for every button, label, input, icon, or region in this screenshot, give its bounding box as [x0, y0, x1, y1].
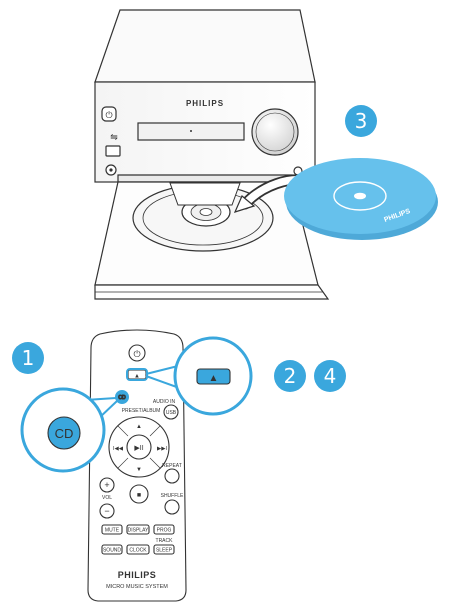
remote-display-label: DISPLAY	[128, 528, 149, 534]
remote-brand: PHILIPS	[118, 570, 157, 580]
remote-sleep-label: SLEEP	[156, 548, 173, 554]
eject-zoom-icon: ▲	[209, 373, 219, 384]
step-badge-1-label: 1	[22, 346, 35, 370]
remote-prev-icon[interactable]: I◀◀	[113, 446, 124, 452]
remote-shuffle-button[interactable]	[165, 500, 179, 514]
step-badge-1: 1	[12, 342, 44, 374]
step-badge-2: 2	[274, 360, 306, 392]
remote-track-label: TRACK	[156, 538, 174, 544]
remote-vol-down-icon: −	[104, 506, 109, 516]
remote-stop-icon: ■	[137, 492, 141, 499]
unit-top-surface	[95, 10, 315, 82]
micro-system-unit: ⏻ ⇋ PHILIPS	[95, 10, 315, 182]
unit-power-icon: ⏻	[105, 110, 112, 120]
remote-shuffle-label: SHUFFLE	[161, 493, 184, 499]
remote-usb-label: USB	[166, 410, 177, 416]
remote-up-icon[interactable]: ▲	[136, 424, 142, 430]
remote-audio-in-label: AUDIO IN	[153, 399, 176, 405]
step-badge-3: 3	[345, 105, 377, 137]
remote-mute-label: MUTE	[105, 528, 120, 534]
remote-preset-album-label: PRESET/ALBUM	[122, 408, 161, 414]
usb-icon: ⇋	[110, 132, 118, 142]
remote-vol-label: VOL	[102, 495, 112, 501]
remote-eject-icon: ▲	[134, 374, 140, 380]
step-badge-2-label: 2	[284, 364, 297, 388]
remote-sound-label: SOUND	[103, 548, 121, 554]
disc-tray-slot	[118, 175, 292, 182]
remote-play-pause-icon: ▶II	[134, 445, 143, 452]
disc-center-hole	[354, 193, 366, 200]
remote-control: ⏻ ▲ CD PRESET/ALBUM AUDIO IN USB ▶II ▲ ▼…	[88, 330, 186, 601]
step-badge-4-label: 4	[324, 364, 337, 388]
remote-vol-up-icon: +	[104, 480, 109, 490]
remote-prog-label: PROG	[157, 528, 172, 534]
cd-zoom-label: CD	[55, 426, 74, 441]
remote-repeat-button[interactable]	[165, 469, 179, 483]
step-badge-3-label: 3	[355, 109, 368, 133]
remote-clock-label: CLOCK	[129, 548, 147, 554]
remote-down-icon[interactable]: ▼	[136, 467, 142, 473]
usb-port[interactable]	[106, 146, 120, 156]
remote-model-line: MICRO MUSIC SYSTEM	[106, 584, 168, 590]
remote-repeat-label: REPEAT	[162, 463, 182, 469]
remote-power-icon: ⏻	[133, 349, 140, 359]
cd-disc: PHILIPS	[284, 158, 438, 240]
remote-next-icon[interactable]: ▶▶I	[157, 446, 167, 452]
step-badge-4: 4	[314, 360, 346, 392]
remote-cd-label: CD	[118, 395, 126, 401]
volume-knob[interactable]	[252, 109, 298, 155]
unit-brand: PHILIPS	[186, 99, 224, 108]
